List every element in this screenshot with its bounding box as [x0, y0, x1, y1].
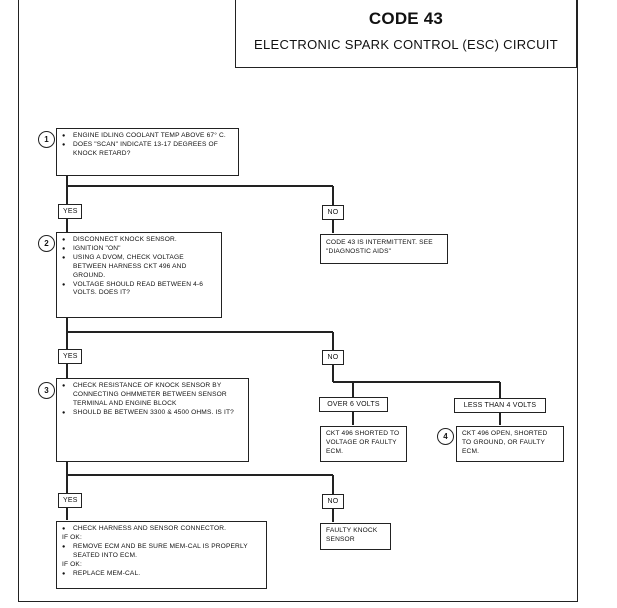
no-label-1: NO	[322, 205, 344, 220]
less-than-4-volts-label: LESS THAN 4 VOLTS	[454, 398, 546, 413]
step-4-text: CKT 496 OPEN, SHORTED TO GROUND, OR FAUL…	[462, 430, 548, 455]
final-check-item: CHECK HARNESS AND SENSOR CONNECTOR.	[62, 525, 261, 534]
step-3-marker: 3	[38, 382, 55, 399]
yes-label-3: YES	[58, 493, 82, 508]
step-4-box: CKT 496 OPEN, SHORTED TO GROUND, OR FAUL…	[456, 426, 564, 462]
step-3-item: CHECK RESISTANCE OF KNOCK SENSOR BY CONN…	[62, 382, 243, 409]
step-4-marker: 4	[437, 428, 454, 445]
outcome-shorted-voltage: CKT 496 SHORTED TO VOLTAGE OR FAULTY ECM…	[320, 426, 407, 462]
step-2-item: IGNITION "ON"	[62, 245, 216, 254]
over-6-volts-label: OVER 6 VOLTS	[319, 397, 388, 412]
header-box: CODE 43 ELECTRONIC SPARK CONTROL (ESC) C…	[235, 0, 577, 68]
step-1-item: ENGINE IDLING COOLANT TEMP ABOVE 67° C.	[62, 132, 233, 141]
outcome-faulty-sensor: FAULTY KNOCK SENSOR	[320, 523, 391, 550]
step-2-box: DISCONNECT KNOCK SENSOR. IGNITION "ON" U…	[56, 232, 222, 318]
step-3-item: SHOULD BE BETWEEN 3300 & 4500 OHMS. IS I…	[62, 409, 243, 418]
final-check-item: REPLACE MEM-CAL.	[62, 570, 261, 579]
no-label-3: NO	[322, 494, 344, 509]
final-check-box: CHECK HARNESS AND SENSOR CONNECTOR. IF O…	[56, 521, 267, 589]
outcome-intermittent-text: CODE 43 IS INTERMITTENT. SEE "DIAGNOSTIC…	[326, 239, 433, 255]
outcome-intermittent: CODE 43 IS INTERMITTENT. SEE "DIAGNOSTIC…	[320, 234, 448, 264]
yes-label-1: YES	[58, 204, 82, 219]
page-frame	[18, 0, 578, 602]
step-2-item: DISCONNECT KNOCK SENSOR.	[62, 236, 216, 245]
step-1-item: DOES "SCAN" INDICATE 13-17 DEGREES OF KN…	[62, 141, 233, 159]
outcome-shorted-voltage-text: CKT 496 SHORTED TO VOLTAGE OR FAULTY ECM…	[326, 430, 400, 455]
final-if-ok-1: IF OK:	[62, 533, 82, 541]
step-2-item: VOLTAGE SHOULD READ BETWEEN 4-6 VOLTS. D…	[62, 281, 216, 299]
step-3-box: CHECK RESISTANCE OF KNOCK SENSOR BY CONN…	[56, 378, 249, 462]
code-title: CODE 43	[368, 9, 444, 28]
final-check-item: REMOVE ECM AND BE SURE MEM-CAL IS PROPER…	[62, 543, 261, 561]
outcome-faulty-sensor-text: FAULTY KNOCK SENSOR	[326, 527, 378, 543]
step-2-item: USING A DVOM, CHECK VOLTAGE BETWEEN HARN…	[62, 254, 216, 281]
step-1-marker: 1	[38, 131, 55, 148]
step-1-box: ENGINE IDLING COOLANT TEMP ABOVE 67° C. …	[56, 128, 239, 176]
no-label-2: NO	[322, 350, 344, 365]
step-2-marker: 2	[38, 235, 55, 252]
final-if-ok-2: IF OK:	[62, 560, 82, 568]
code-subtitle: ELECTRONIC SPARK CONTROL (ESC) CIRCUIT	[254, 37, 558, 52]
yes-label-2: YES	[58, 349, 82, 364]
